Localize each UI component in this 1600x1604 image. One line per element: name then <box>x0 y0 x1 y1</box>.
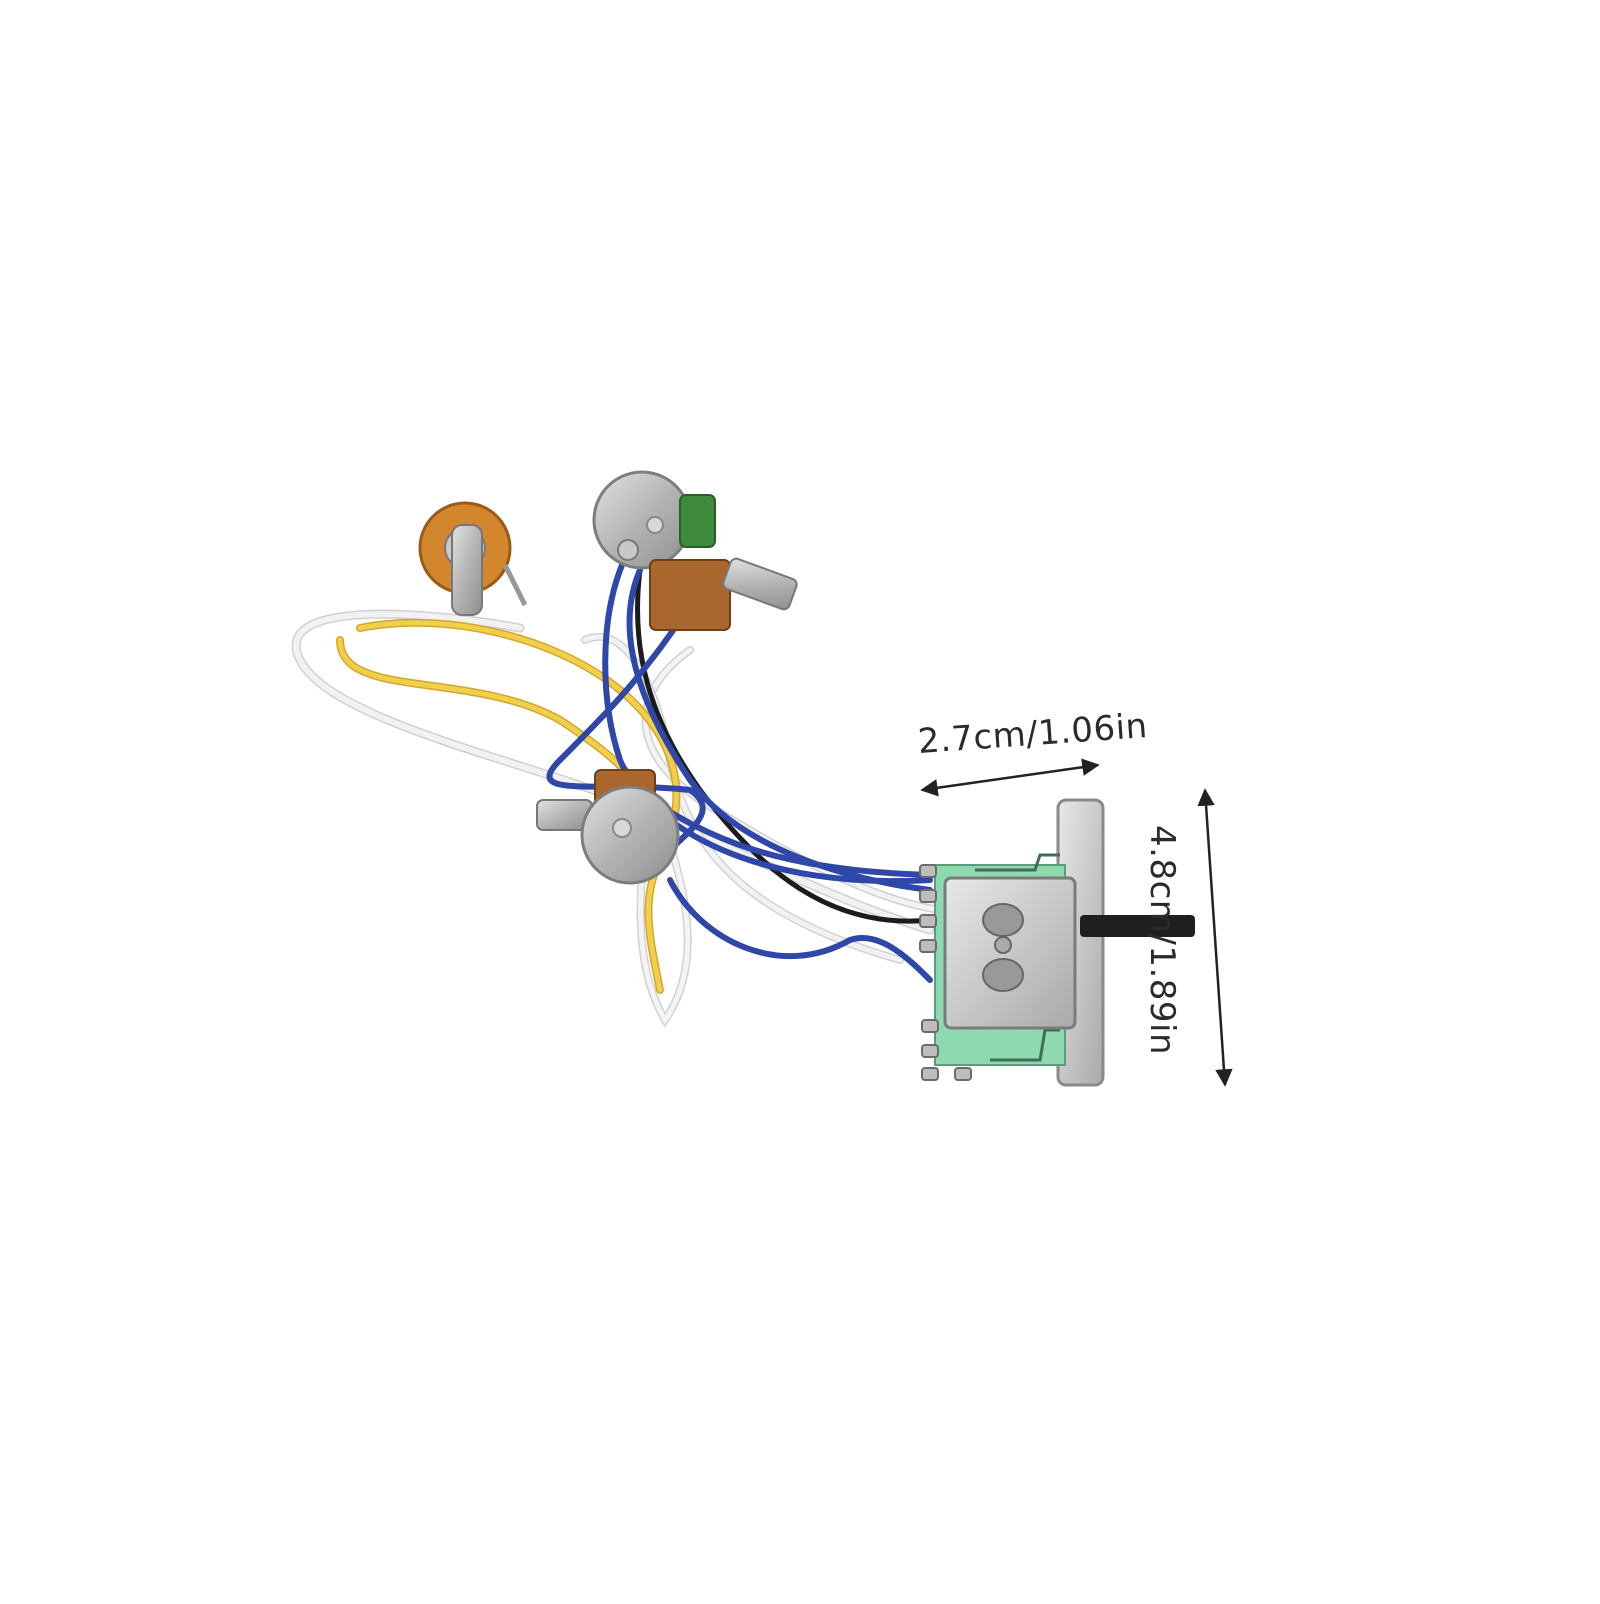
height-dimension-text: 4.8cm/1.89in <box>1142 825 1182 1056</box>
width-dimension-arrow <box>920 758 1100 797</box>
capacitor <box>679 494 716 548</box>
height-dimension-arrow <box>1197 788 1233 1087</box>
output-jack <box>418 501 528 616</box>
selector-switch <box>919 798 1195 1087</box>
top-potentiometer <box>592 470 798 631</box>
bottom-potentiometer <box>536 769 680 885</box>
switch-lever <box>1080 915 1195 937</box>
